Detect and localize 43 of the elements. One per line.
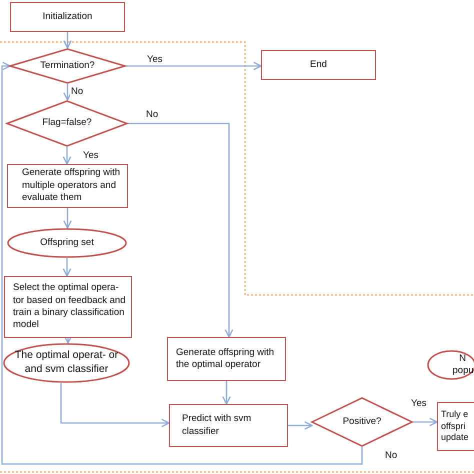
node-label: End: [310, 58, 327, 72]
node-label: Termination?: [40, 60, 95, 72]
arrow: [1, 62, 363, 465]
process-box: [10, 2, 125, 32]
edge-label: No: [384, 451, 398, 462]
arrow: [125, 62, 262, 70]
node-label: N popu: [452, 352, 472, 378]
edge-label: No: [145, 110, 160, 120]
arrow: [63, 84, 72, 101]
process-box: [7, 164, 128, 208]
node-label: Flag=false?: [42, 117, 92, 130]
edge-label: Yes: [82, 151, 100, 162]
node-label: Initialization: [42, 10, 92, 24]
node-label: Generate offspring with multiple operators and evaluate them: [22, 167, 122, 205]
arrow: [127, 122, 234, 338]
arrow: [63, 208, 72, 229]
process-box: [437, 402, 474, 451]
arrow: [412, 418, 438, 426]
process-box: [261, 50, 376, 80]
edge-label: Yes: [146, 55, 164, 66]
arrow: [288, 421, 313, 430]
arrow: [62, 258, 72, 277]
arrow: [63, 32, 72, 49]
arrow: [60, 383, 170, 428]
decision-diamond: [10, 48, 125, 84]
node-label: Generate offspring with the optimal operator: [176, 346, 276, 372]
node-label: Predict with svm classifier: [182, 413, 252, 438]
edge-label: No: [70, 87, 84, 98]
node-label: Positive?: [342, 416, 382, 428]
process-box: [4, 276, 132, 338]
node-label: Select the optimal opera- tor based on feedback and train a binary classification model: [13, 282, 127, 332]
data-ellipse: [7, 228, 127, 258]
edge-label: Yes: [410, 399, 428, 410]
node-label: Offspring set: [40, 236, 94, 250]
node-label: The optimal operat- or and svm classifier: [14, 349, 120, 377]
decision-diamond: [312, 397, 412, 447]
arrow: [222, 381, 231, 405]
data-ellipse: [3, 343, 130, 383]
arrow: [62, 147, 72, 165]
decision-diamond: [7, 100, 127, 147]
process-box: [169, 404, 288, 447]
node-label: Truly e offspri update: [441, 408, 470, 444]
process-box: [167, 337, 286, 381]
